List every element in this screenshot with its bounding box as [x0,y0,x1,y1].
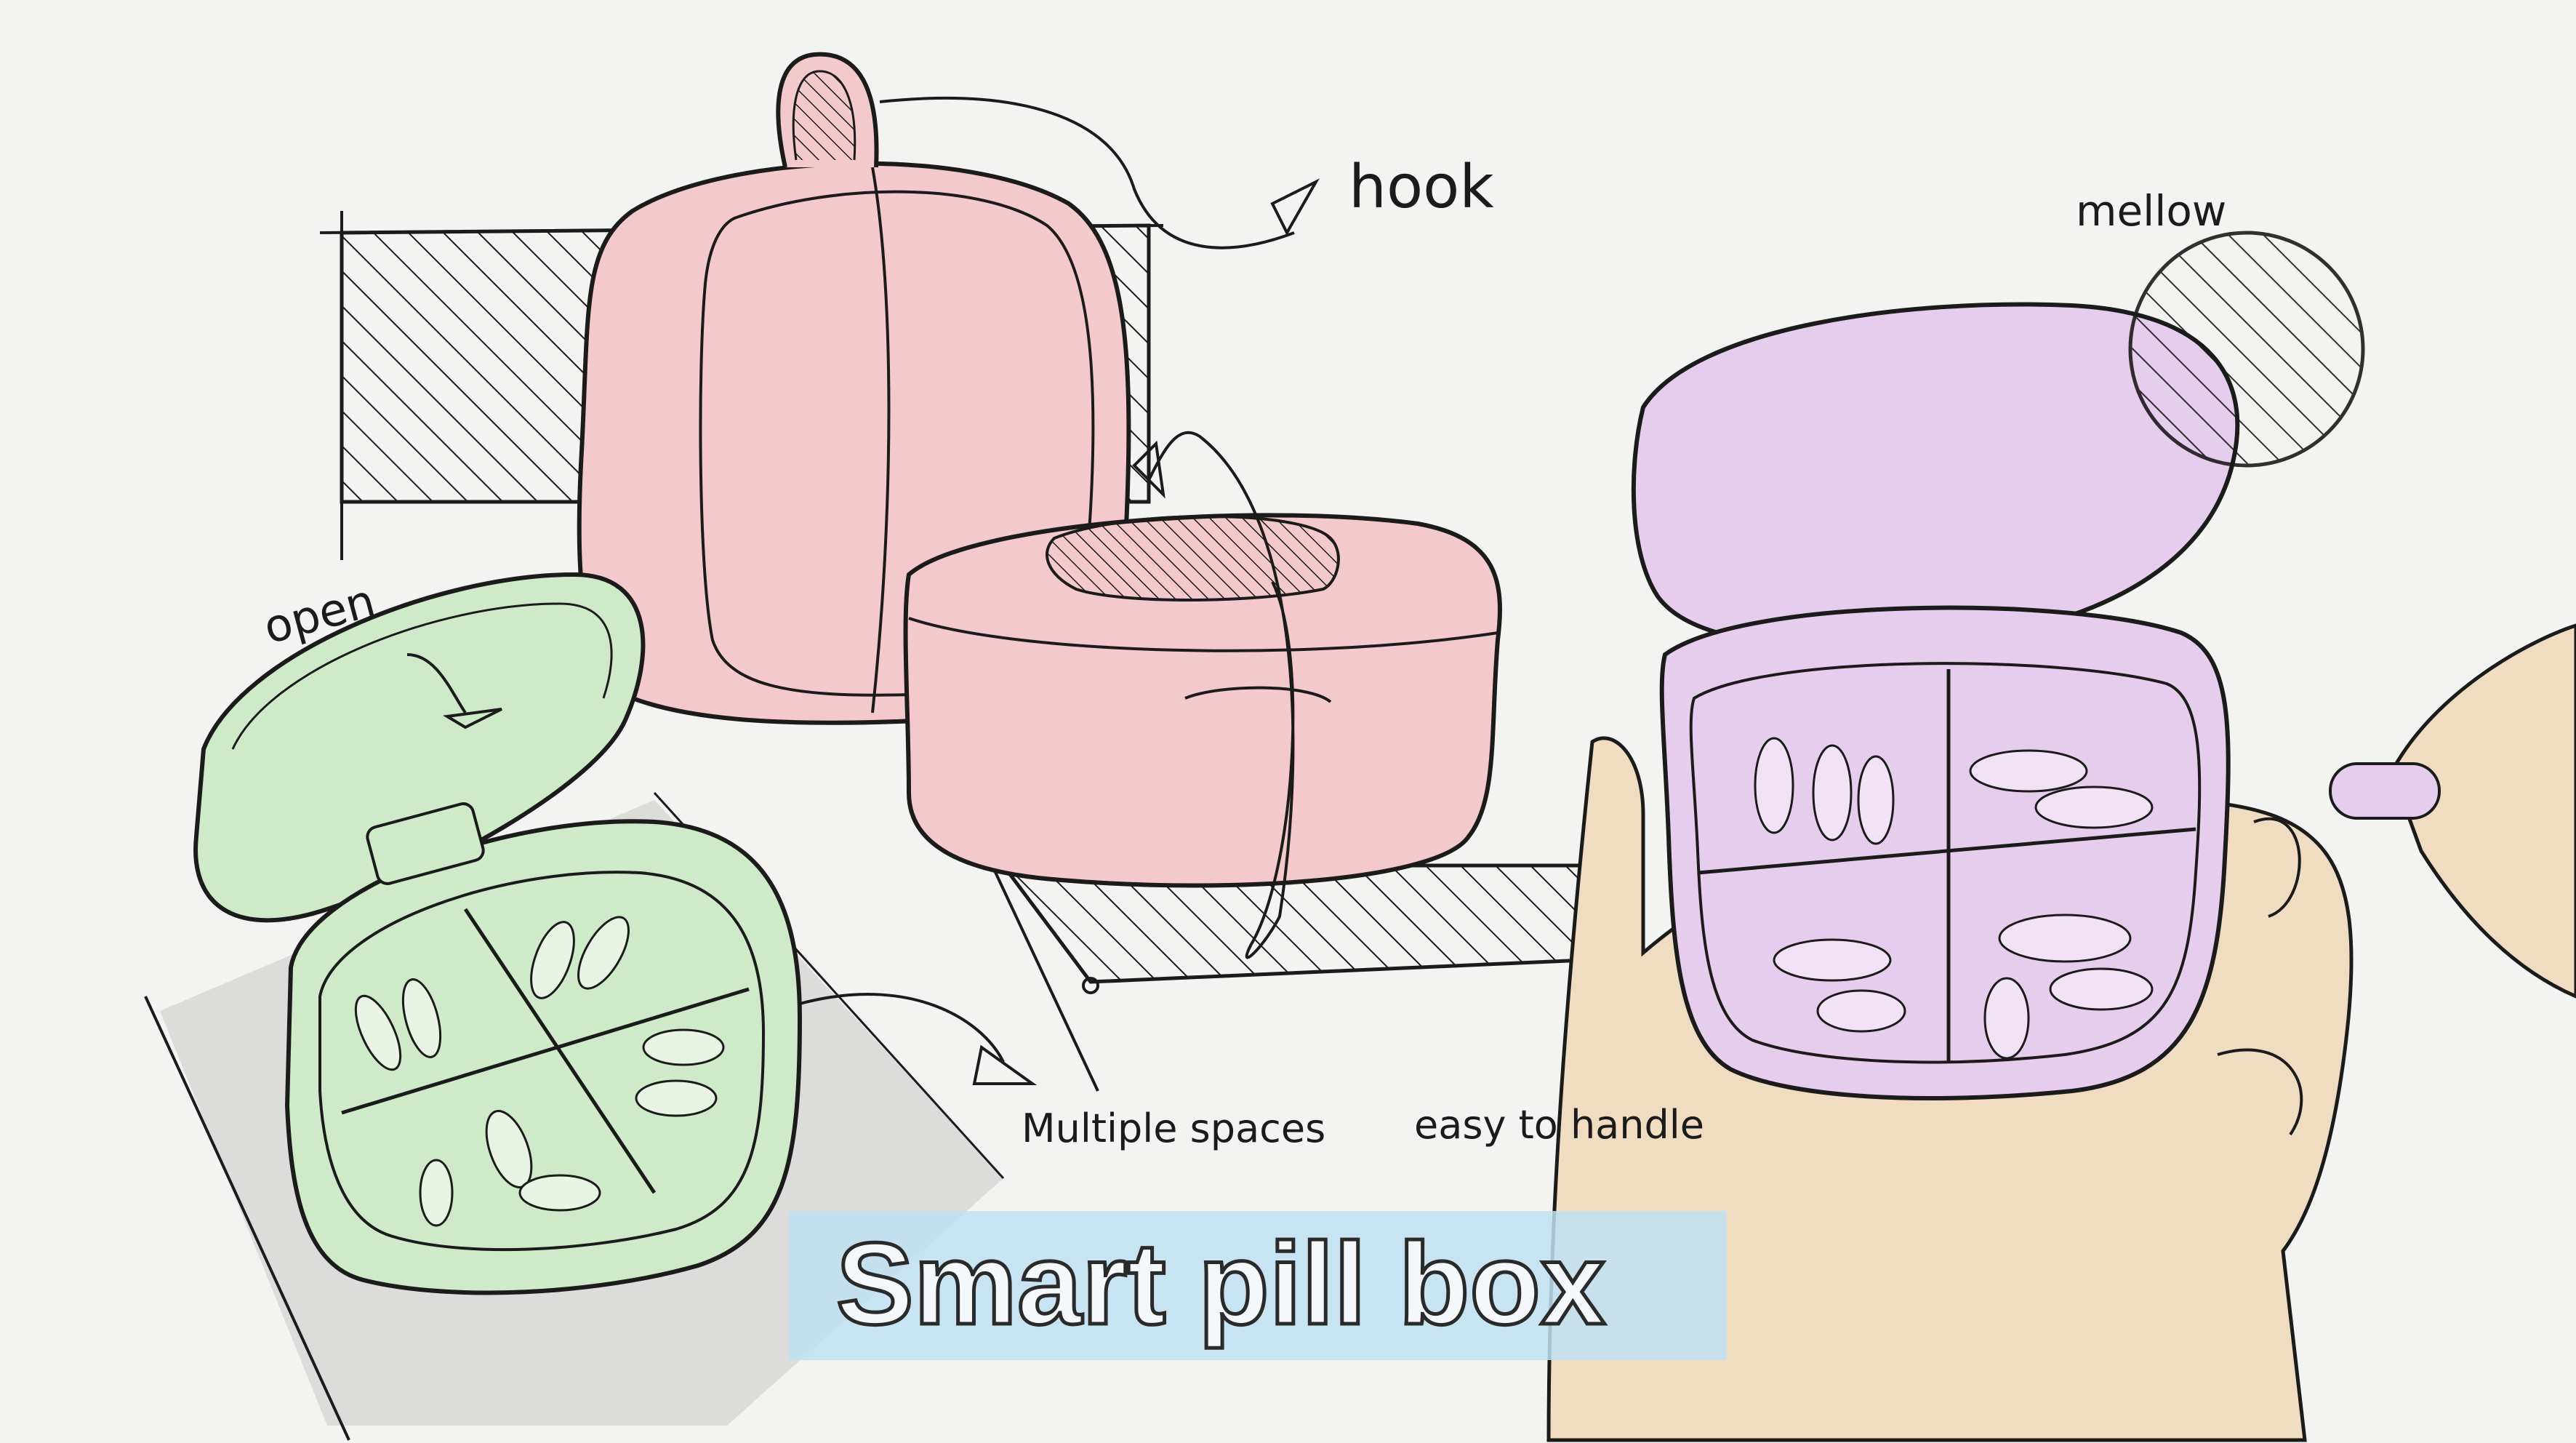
pink-flat-box [903,513,1502,888]
mellow-circle [2128,231,2365,468]
green-pill-box [193,572,803,1295]
hook-loop [776,52,879,168]
title-band [789,1211,1727,1360]
title-block: Smart pill box [789,1211,1727,1360]
label-easy-to-handle: easy to handle [1414,1102,1704,1148]
callout-lines [406,97,1320,1085]
label-hook: hook [1349,153,1494,222]
label-multiple-spaces: Multiple spaces [1022,1106,1325,1151]
purple-pill-box [1631,302,2240,1100]
label-mellow: mellow [2076,186,2226,236]
page-title: Smart pill box [836,1218,1605,1348]
